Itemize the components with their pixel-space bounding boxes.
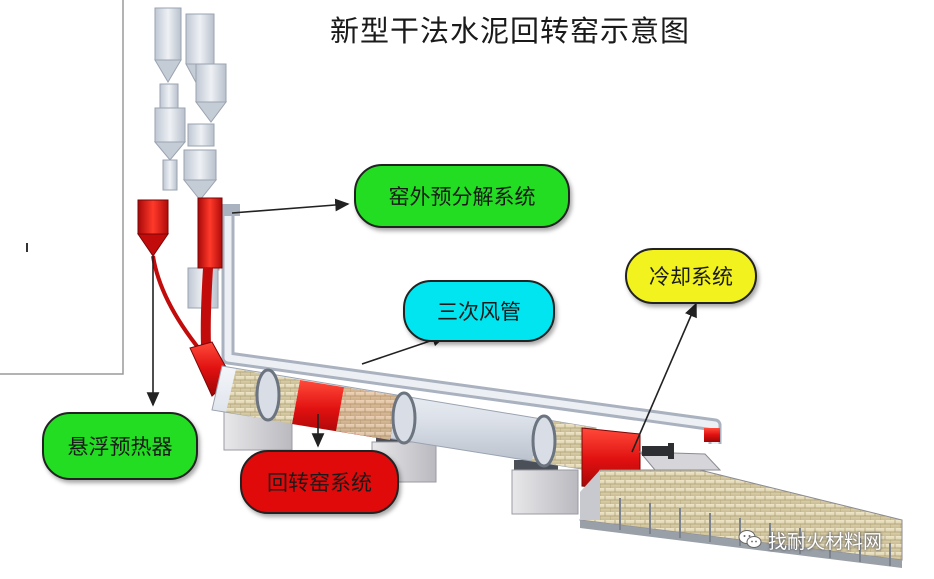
label-tertiary-duct: 三次风管	[403, 280, 555, 342]
label-precalciner-text: 窑外预分解系统	[388, 185, 536, 209]
label-kiln-text: 回转窑系统	[267, 471, 372, 495]
side-frame	[0, 0, 124, 375]
label-precalciner: 窑外预分解系统	[354, 164, 570, 228]
arrow-precalciner	[231, 198, 350, 214]
arrow-cooler	[631, 302, 697, 453]
grate-cooler	[579, 427, 903, 568]
tertiary-air-duct	[219, 204, 722, 444]
precalciner-red	[197, 197, 223, 346]
diagram-title: 新型干法水泥回转窑示意图	[330, 14, 691, 48]
preheater-cyclone-red	[137, 199, 202, 352]
watermark: 找耐火材料网	[738, 523, 918, 557]
watermark-text: 找耐火材料网	[768, 531, 883, 553]
wechat-icon	[738, 530, 762, 548]
label-preheater: 悬浮预热器	[42, 412, 198, 480]
label-preheater-text: 悬浮预热器	[67, 435, 173, 459]
label-cooler: 冷却系统	[625, 248, 757, 304]
label-kiln: 回转窑系统	[240, 450, 399, 514]
label-cooler-text: 冷却系统	[649, 265, 733, 289]
label-tertiary-duct-text: 三次风管	[437, 300, 521, 324]
